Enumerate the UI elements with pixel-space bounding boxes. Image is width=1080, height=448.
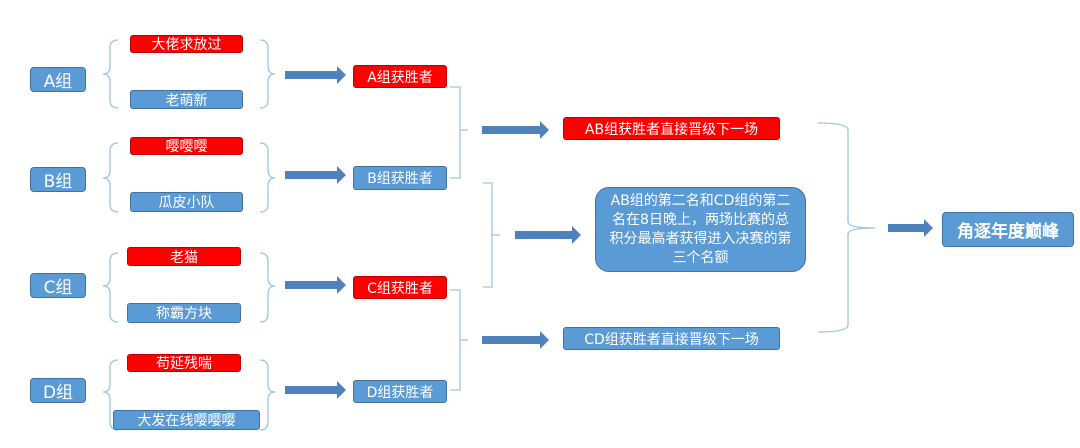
winner-c-box: C组获胜者 <box>353 276 447 299</box>
group-c-label: C组 <box>30 273 86 298</box>
ab-advance-box: AB组获胜者直接晋级下一场 <box>563 117 780 140</box>
brace-c-right <box>259 252 276 323</box>
arrow-cd <box>482 331 549 349</box>
cd-advance-box: CD组获胜者直接晋级下一场 <box>563 327 780 350</box>
bracket-final <box>817 122 876 333</box>
arrow-c <box>285 276 346 294</box>
arrows <box>285 66 933 399</box>
group-b-label: B组 <box>30 167 86 192</box>
team-box: 称霸方块 <box>127 303 241 323</box>
team-box: 嘤嘤嘤 <box>130 137 243 155</box>
arrow-ab <box>482 121 549 139</box>
bracket-ab <box>450 86 468 179</box>
brace-c-left <box>102 252 119 323</box>
team-box: 老萌新 <box>130 90 243 109</box>
arrow-a <box>285 66 346 84</box>
winner-b-box: B组获胜者 <box>353 166 447 190</box>
team-box: 大发在线嘤嘤嘤 <box>113 410 260 430</box>
brace-d-left <box>102 359 119 431</box>
team-box: 苟延残喘 <box>127 354 241 372</box>
winner-a-box: A组获胜者 <box>353 65 447 88</box>
arrow-final <box>888 219 933 237</box>
team-box: 瓜皮小队 <box>130 192 243 212</box>
brace-a-left <box>102 39 119 109</box>
final-box: 角逐年度巅峰 <box>942 212 1074 247</box>
arrow-b <box>285 166 346 184</box>
brace-b-left <box>102 142 119 213</box>
wildcard-box: AB组的第二名和CD组的第二名在8日晚上，两场比赛的总积分最高者获得进入决赛的第… <box>595 187 806 272</box>
group-d-label: D组 <box>30 378 86 403</box>
team-box: 老猫 <box>127 247 241 266</box>
braces <box>102 39 876 431</box>
brace-b-right <box>259 142 276 213</box>
brace-a-right <box>259 39 276 109</box>
arrow-wildcard <box>515 226 581 244</box>
winner-d-box: D组获胜者 <box>353 380 447 403</box>
brace-d-right <box>259 359 276 431</box>
group-a-label: A组 <box>30 67 86 92</box>
bracket-wildcard <box>483 182 500 288</box>
team-box: 大佬求放过 <box>130 35 243 53</box>
arrow-d <box>285 381 346 399</box>
bracket-cd <box>450 289 468 391</box>
